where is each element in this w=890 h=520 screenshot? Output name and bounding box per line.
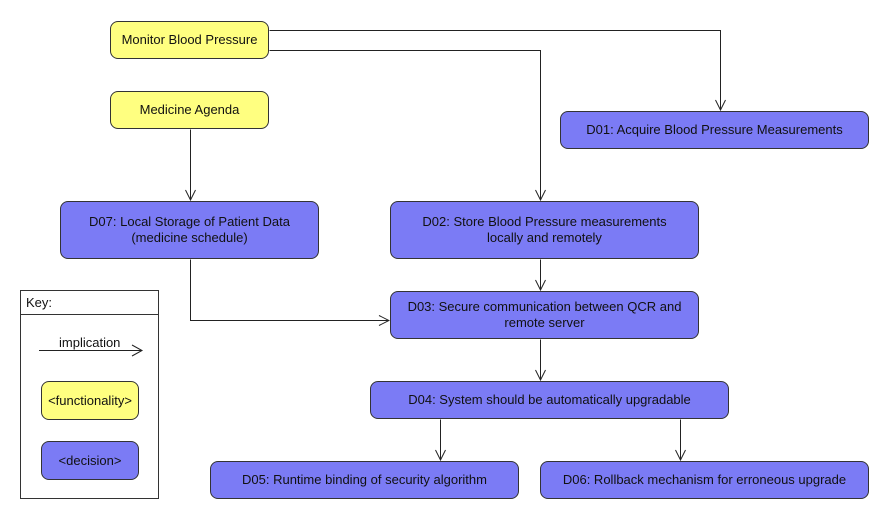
node-monitor-blood-pressure: Monitor Blood Pressure — [110, 21, 269, 59]
node-d07-local-storage: D07: Local Storage of Patient Data (medi… — [60, 201, 319, 259]
edge-monitor-to-d02 — [269, 50, 541, 201]
node-d04-auto-upgradable: D04: System should be automatically upgr… — [370, 381, 729, 419]
node-d05-runtime-binding: D05: Runtime binding of security algorit… — [210, 461, 519, 499]
edge-monitor-to-d01 — [269, 30, 721, 111]
legend-functionality-swatch: <functionality> — [41, 381, 139, 420]
legend-implication-arrow-icon — [39, 344, 144, 357]
node-d06-rollback: D06: Rollback mechanism for erroneous up… — [540, 461, 869, 499]
legend-title: Key: — [26, 295, 53, 310]
node-d03-secure-communication: D03: Secure communication between QCR an… — [390, 291, 699, 339]
node-d02-store-bp: D02: Store Blood Pressure measurements l… — [390, 201, 699, 259]
node-medicine-agenda: Medicine Agenda — [110, 91, 269, 129]
legend-key: Key: implication <functionality> <decisi… — [20, 290, 159, 499]
legend-decision-swatch: <decision> — [41, 441, 139, 480]
legend-divider — [21, 314, 158, 315]
legend-implication-label: implication — [59, 335, 121, 350]
node-d01-acquire-bp: D01: Acquire Blood Pressure Measurements — [560, 111, 869, 149]
edge-d07-to-d03 — [190, 259, 390, 321]
